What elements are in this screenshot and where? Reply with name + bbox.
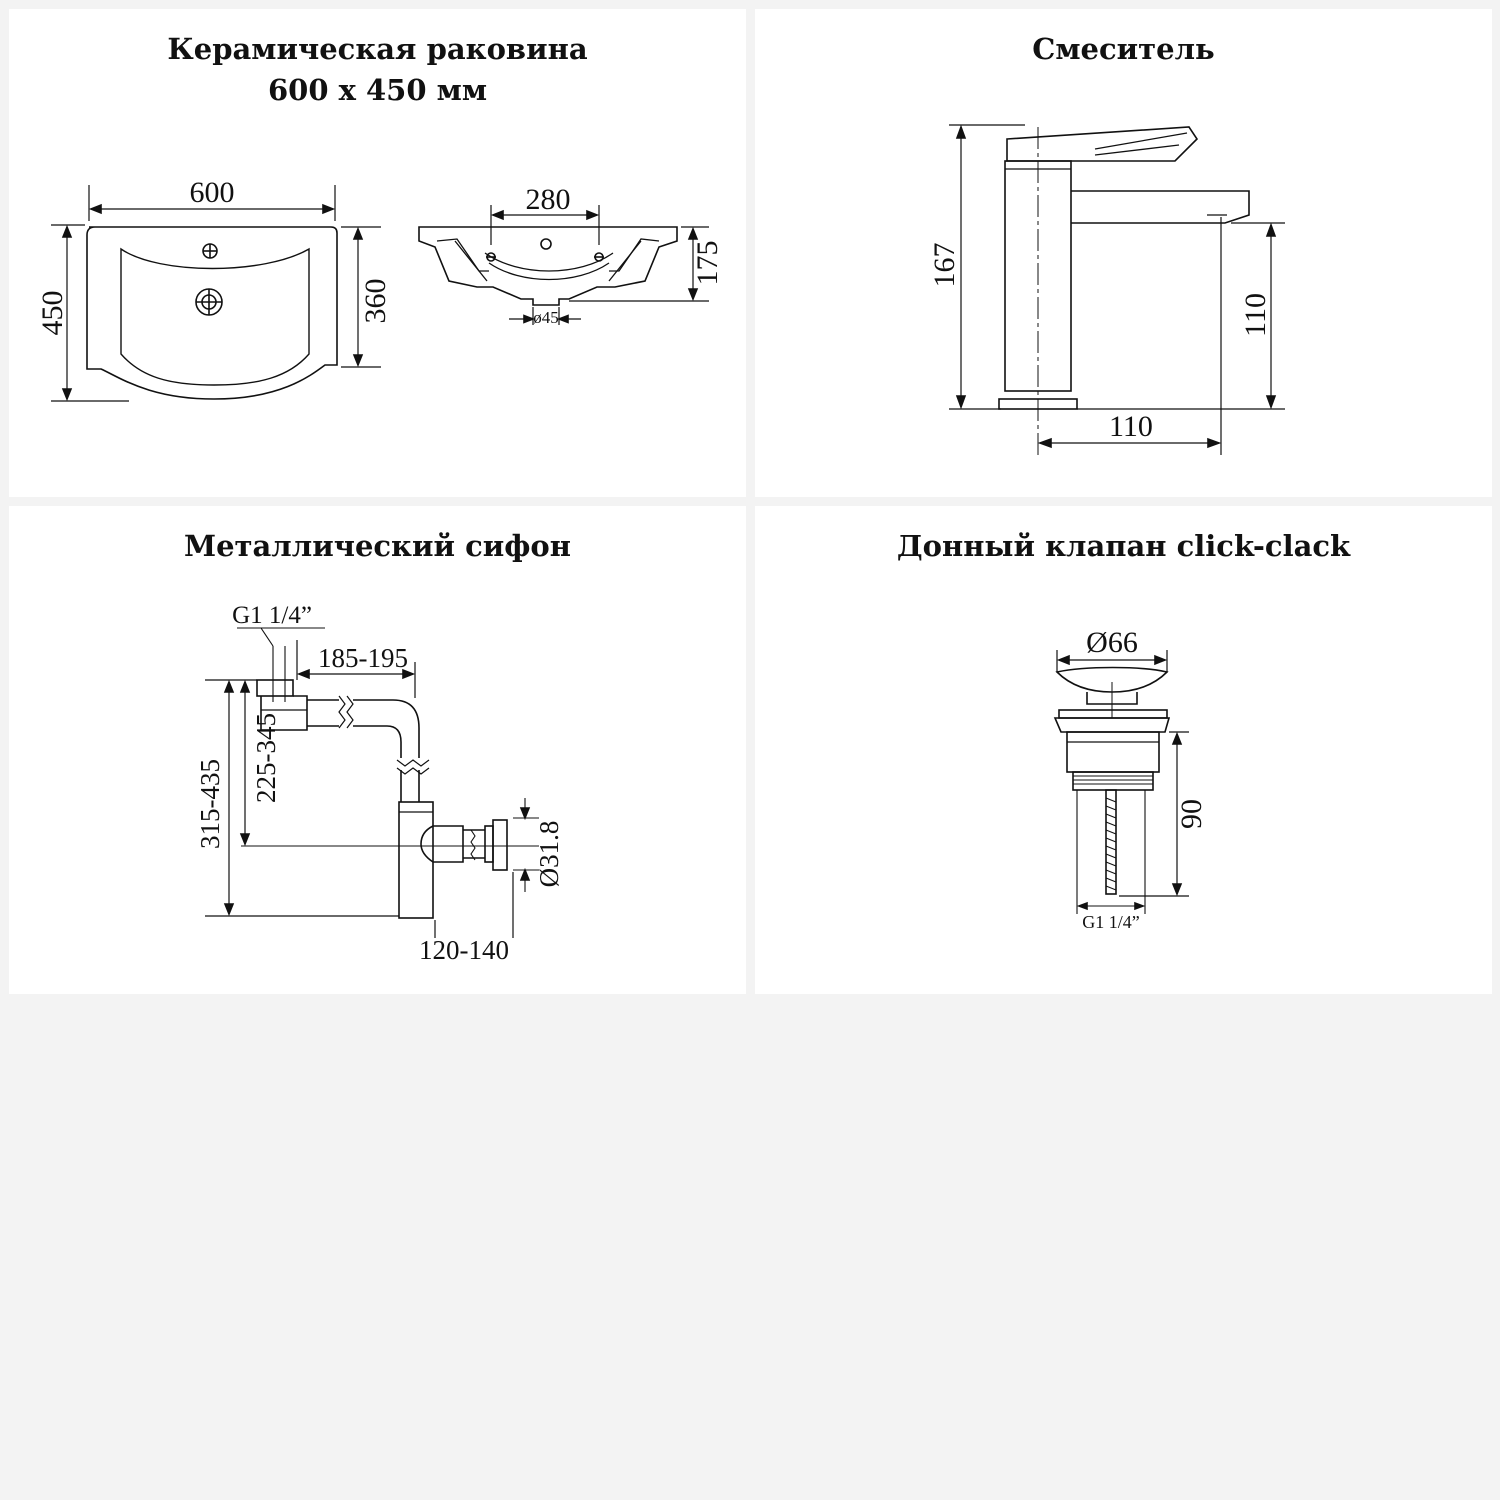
siphon-drawing: G1 1/4” 185-195 315-435 225-345 Ø31.8 12… [195, 602, 564, 965]
drain-panel: Донный клапан click-clack Ø66 90 G1 1/4 [755, 506, 1492, 994]
sink-side-outline [418, 226, 678, 306]
sink-bowl-depth-label: 360 [359, 279, 392, 324]
faucet-spout [1071, 190, 1250, 224]
siphon-outlet-flange [484, 825, 494, 863]
faucet-spout-reach-label: 110 [1109, 410, 1153, 443]
sink-drawing: 600 450 360 280 175 ø45 [36, 176, 724, 402]
faucet-handle [1006, 126, 1199, 162]
drain-length-label: 90 [1175, 799, 1208, 829]
siphon-depth-label: 120-140 [419, 935, 509, 965]
sink-title-line1: Керамическая раковина [167, 32, 588, 66]
sink-holes-spacing-label: 280 [526, 183, 571, 216]
siphon-panel: Металлический сифон [9, 506, 746, 994]
siphon-outlet-diameter-label: Ø31.8 [534, 821, 564, 888]
siphon-width-label: 185-195 [318, 643, 408, 673]
faucet-spout-height-label: 110 [1239, 293, 1272, 337]
sink-top-outline [86, 226, 338, 400]
sink-bowl-curve [120, 247, 310, 386]
siphon-bottle [398, 801, 434, 919]
drain-body [1066, 731, 1160, 773]
siphon-outer-height-label: 315-435 [195, 759, 225, 849]
faucet-panel: Смеситель 167 110 110 [755, 9, 1492, 497]
sink-height-label: 175 [691, 241, 724, 286]
drain-cap [1055, 666, 1169, 693]
drain-thread-label: G1 1/4” [1082, 912, 1140, 932]
drain-title: Донный клапан click-clack [896, 529, 1351, 563]
sink-title: Керамическая раковина 600 x 450 мм [9, 29, 746, 111]
faucet-height-label: 167 [928, 243, 961, 288]
siphon-thread-label: G1 1/4” [232, 602, 312, 629]
siphon-inlet [256, 679, 294, 697]
sink-panel: Керамическая раковина 600 x 450 мм [9, 9, 746, 497]
siphon-inner-height-label: 225-345 [251, 713, 281, 803]
sink-depth-label: 450 [36, 291, 69, 336]
drain-cap-diameter-label: Ø66 [1086, 626, 1138, 659]
faucet-drawing: 167 110 110 [928, 124, 1285, 459]
sink-title-line2: 600 x 450 мм [267, 73, 488, 107]
siphon-title: Металлический сифон [184, 529, 571, 563]
drain-drawing: Ø66 90 G1 1/4” [1053, 626, 1208, 932]
sink-width-label: 600 [190, 176, 235, 209]
faucet-title: Смеситель [1032, 32, 1215, 66]
sink-drain-diameter-label: ø45 [533, 308, 559, 327]
